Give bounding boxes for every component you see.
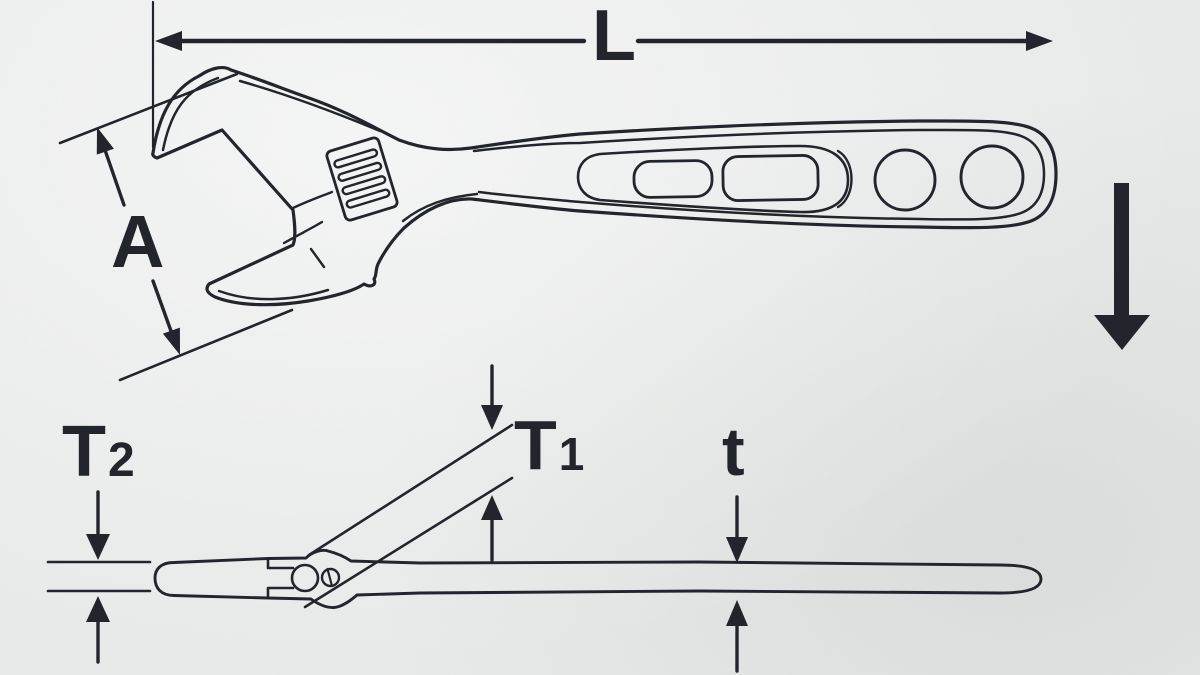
pivot-screw-icon	[320, 567, 341, 588]
worm-thread	[345, 188, 391, 209]
head-span-arrow-lower-icon	[162, 327, 180, 355]
pivot-screw-slot	[326, 567, 334, 588]
head-thickness-arrow-down-icon	[86, 534, 110, 560]
length-arrow-left-icon	[155, 31, 182, 51]
head-thickness-arrow-up-icon	[86, 596, 110, 622]
head-span-letter: A	[111, 200, 165, 283]
force-direction-arrow-icon	[1094, 183, 1150, 350]
worm-axle-circle	[290, 563, 320, 593]
handle-hole-small	[873, 148, 937, 212]
handle-thickness-dimension	[726, 495, 748, 673]
length-letter: L	[592, 0, 636, 76]
jaw-slot-bracket	[266, 557, 295, 600]
hook-inner-accent	[161, 76, 220, 152]
neck-bottom-inner-accent	[401, 192, 479, 223]
jaw-thickness-subscript: 1	[558, 427, 585, 480]
worm-thread	[333, 148, 379, 169]
head-top-inner-accent	[238, 79, 382, 133]
label-head-thickness: T 2	[62, 412, 135, 492]
jaw-thickness-leader-lower	[303, 476, 514, 609]
force-arrow-head	[1094, 315, 1150, 350]
wrench-outline	[151, 65, 1058, 307]
handle-recess-panel	[576, 144, 850, 214]
handle-cutout-right	[721, 154, 820, 202]
head-thickness-letter: T	[62, 412, 106, 492]
head-span-arrow-upper-icon	[96, 127, 114, 155]
worm-screw-body	[325, 136, 399, 222]
jaw-lip-inner-accent	[217, 288, 330, 301]
jaw-pivot-mark	[309, 247, 326, 269]
handle-thickness-letter: t	[722, 414, 745, 490]
handle-thickness-arrow-down-icon	[726, 537, 748, 563]
jaw-slide-line-2	[291, 190, 334, 210]
length-dimension	[151, 0, 1053, 149]
wrench-side-view	[153, 548, 1043, 609]
panel-end-accent	[836, 149, 853, 209]
side-profile-outline	[153, 548, 1043, 609]
wrench-top-view	[151, 65, 1058, 307]
head-span-dimension	[58, 72, 294, 382]
jaw-thickness-leader-upper	[307, 423, 514, 557]
head-span-arrow-lower-shaft	[151, 279, 173, 333]
head-span-tangent-lower	[118, 308, 294, 382]
force-arrow-shaft	[1114, 183, 1129, 317]
handle-cutout-left	[632, 159, 714, 199]
jaw-slide-line	[282, 220, 324, 245]
label-handle-thickness: t	[722, 414, 745, 490]
jaw-thickness-dimension	[303, 364, 514, 609]
worm-thread	[341, 175, 387, 196]
jaw-thickness-letter: T	[514, 406, 557, 484]
handle-inner-edge	[472, 128, 1046, 221]
head-thickness-subscript: 2	[107, 433, 135, 487]
worm-screw-icon	[325, 136, 399, 222]
label-head-span: A	[111, 200, 165, 283]
handle-hole-large	[959, 144, 1025, 210]
length-arrow-right-icon	[1026, 31, 1053, 51]
label-jaw-thickness: T 1	[514, 406, 585, 484]
head-span-arrow-upper-shaft	[103, 148, 126, 207]
label-overall-length: L	[592, 0, 636, 76]
handle-thickness-arrow-up-icon	[726, 600, 748, 626]
head-thickness-dimension	[46, 490, 152, 664]
jaw-thickness-arrow-up-icon	[481, 495, 503, 520]
jaw-thickness-arrow-down-icon	[481, 405, 503, 430]
worm-thread	[337, 161, 383, 182]
head-span-tangent-upper	[58, 72, 239, 145]
